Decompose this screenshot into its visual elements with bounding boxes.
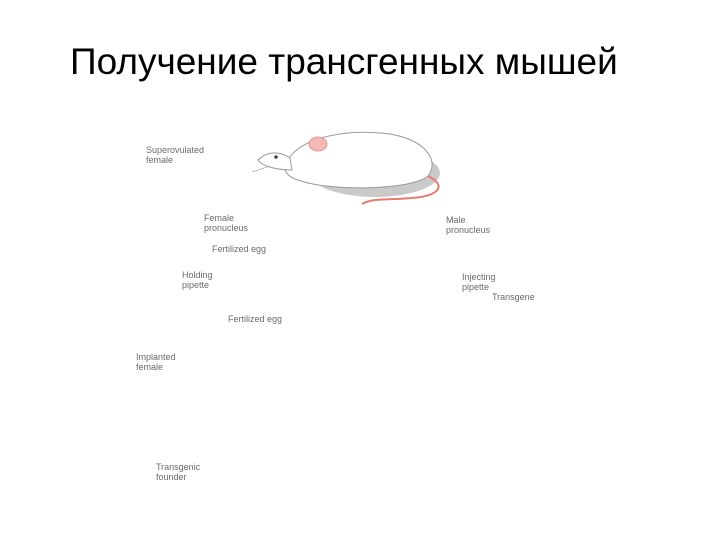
label-transgenic-founder: Transgenic founder	[156, 462, 201, 482]
label-holding-pipette: Holding pipette	[182, 270, 213, 290]
label-superovulated-female: Superovulated female	[146, 145, 205, 165]
label-implanted-female: Implanted female	[136, 352, 176, 372]
label-male-pronucleus: Male pronucleus	[446, 215, 491, 235]
label-fertilized-egg-2: Fertilized egg	[228, 314, 283, 324]
label-injecting-pipette: Injecting pipette	[462, 272, 496, 292]
label-fertilized-egg-1: Fertilized egg	[212, 244, 267, 254]
slide-title: Получение трансгенных мышей	[70, 41, 618, 82]
label-female-pronucleus: Female pronucleus	[204, 213, 249, 233]
label-transgene: Transgene	[492, 292, 535, 302]
superovulated-female-mouse	[251, 131, 440, 205]
